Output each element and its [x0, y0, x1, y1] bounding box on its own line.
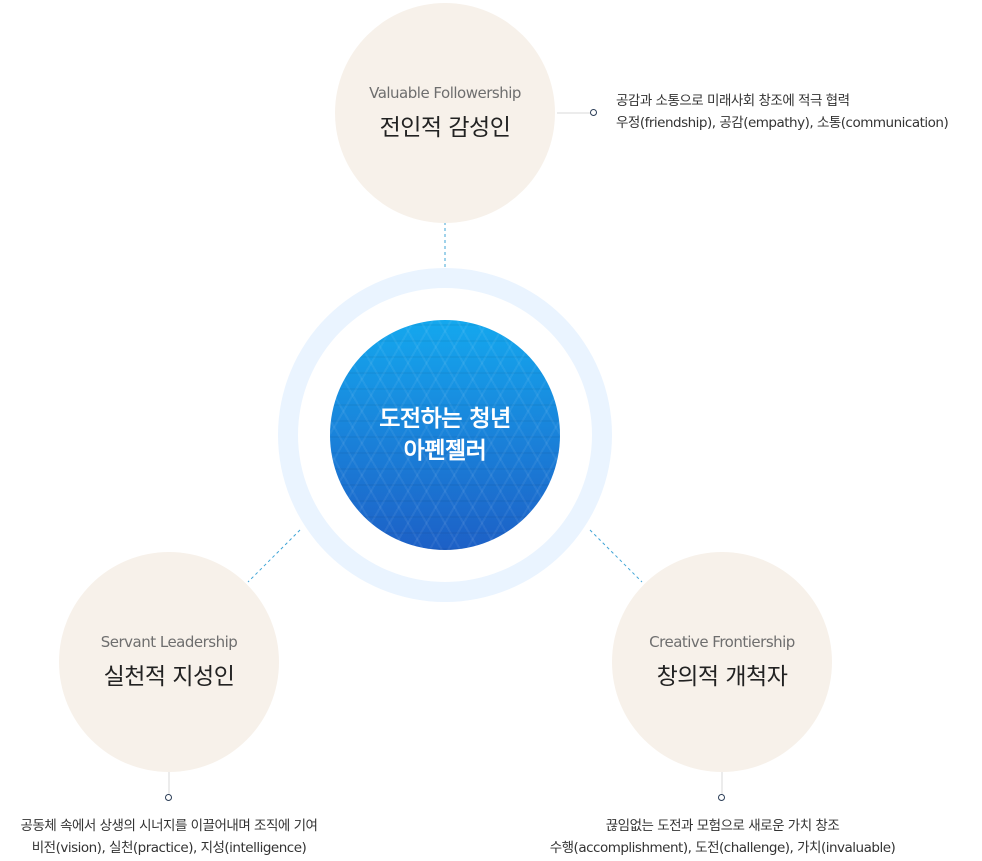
bubble-left: Servant Leadership 실천적 지성인: [59, 552, 279, 772]
core-cube-pattern: [330, 320, 560, 550]
center-title-line2: 아펜젤러: [403, 438, 487, 464]
bubble-right: Creative Frontiership 창의적 개척자: [612, 552, 832, 772]
desc-left-line1: 공동체 속에서 상생의 시너지를 이끌어내며 조직에 기여: [20, 818, 318, 834]
bubble-top: Valuable Followership 전인적 감성인: [335, 3, 555, 223]
desc-top-dot: [590, 109, 597, 116]
desc-top: 공감과 소통으로 미래사회 창조에 적극 협력 우정(friendship), …: [616, 90, 949, 134]
desc-top-line2: 우정(friendship), 공감(empathy), 소통(communic…: [616, 115, 949, 131]
bubble-left-korean: 실천적 지성인: [103, 664, 235, 690]
desc-left-line2: 비전(vision), 실천(practice), 지성(intelligenc…: [31, 840, 307, 856]
center-title-line1: 도전하는 청년: [379, 406, 511, 432]
center-circle: 도전하는 청년 아펜젤러: [330, 320, 560, 550]
desc-right-dot: [718, 794, 725, 801]
connector-center-to-right: [589, 529, 643, 583]
desc-right-line1: 끊임없는 도전과 모험으로 새로운 가치 창조: [605, 818, 840, 834]
bubble-right-korean: 창의적 개척자: [656, 664, 788, 690]
desc-left-dot: [165, 794, 172, 801]
desc-left: 공동체 속에서 상생의 시너지를 이끌어내며 조직에 기여 비전(vision)…: [0, 815, 338, 859]
bubble-right-english: Creative Frontiership: [649, 633, 795, 651]
bubble-left-english: Servant Leadership: [100, 633, 238, 651]
connector-center-to-left: [247, 529, 301, 583]
desc-right: 끊임없는 도전과 모험으로 새로운 가치 창조 수행(accomplishmen…: [525, 815, 920, 859]
bubble-top-korean: 전인적 감성인: [379, 115, 511, 141]
desc-top-line1: 공감과 소통으로 미래사회 창조에 적극 협력: [616, 93, 850, 109]
bubble-top-english: Valuable Followership: [369, 84, 521, 102]
desc-right-line2: 수행(accomplishment), 도전(challenge), 가치(in…: [549, 840, 896, 856]
